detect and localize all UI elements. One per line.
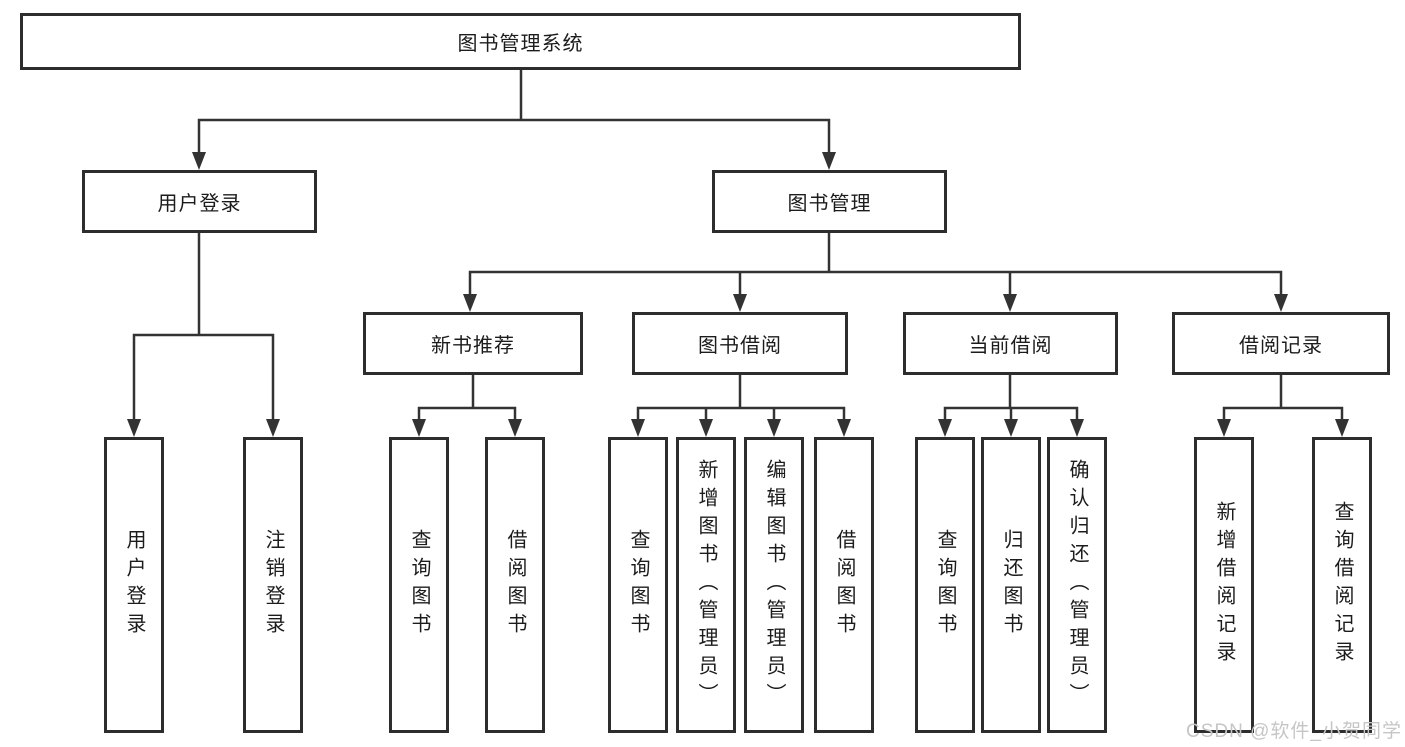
node-user-login-action: 用户登录 <box>104 437 164 733</box>
node-book-management: 图书管理 <box>712 170 947 233</box>
node-current-query-books-label: 查询图书 <box>934 529 956 641</box>
node-borrow-books: 借阅图书 <box>814 437 874 733</box>
node-borrow-query-books-label: 查询图书 <box>627 529 649 641</box>
node-add-books-admin: 新增图书（管理员） <box>676 437 736 733</box>
node-current-query-books: 查询图书 <box>915 437 975 733</box>
connector-paths <box>132 68 1344 423</box>
node-return-books: 归还图书 <box>981 437 1041 733</box>
node-logout-action-label: 注销登录 <box>262 529 284 641</box>
node-confirm-return-admin-label: 确认归还（管理员） <box>1066 459 1088 711</box>
node-borrow-records-label: 借阅记录 <box>1239 335 1323 357</box>
node-user-login-action-label: 用户登录 <box>123 529 145 641</box>
node-recommend-query-books: 查询图书 <box>389 437 449 733</box>
node-add-borrow-record-label: 新增借阅记录 <box>1213 501 1235 669</box>
node-current-borrow: 当前借阅 <box>903 312 1118 375</box>
node-user-login-label: 用户登录 <box>157 193 242 215</box>
node-query-borrow-record-label: 查询借阅记录 <box>1331 501 1353 669</box>
node-library-system: 图书管理系统 <box>20 13 1021 70</box>
node-book-borrow-label: 图书借阅 <box>698 335 782 357</box>
node-recommend-borrow-books: 借阅图书 <box>485 437 545 733</box>
csdn-watermark: CSDN @软件_小贺同学 <box>1186 721 1402 742</box>
node-borrow-query-books: 查询图书 <box>608 437 668 733</box>
node-add-books-admin-label: 新增图书（管理员） <box>695 459 717 711</box>
node-edit-books-admin: 编辑图书（管理员） <box>744 437 804 733</box>
arrowheads <box>127 152 1349 437</box>
node-user-login: 用户登录 <box>82 170 317 233</box>
node-recommend-query-books-label: 查询图书 <box>408 529 430 641</box>
node-current-borrow-label: 当前借阅 <box>968 335 1053 357</box>
node-new-book-recommend-label: 新书推荐 <box>431 335 515 357</box>
node-edit-books-admin-label: 编辑图书（管理员） <box>763 459 785 711</box>
node-book-borrow: 图书借阅 <box>632 312 848 375</box>
node-new-book-recommend: 新书推荐 <box>363 312 583 375</box>
node-return-books-label: 归还图书 <box>1000 529 1022 641</box>
node-recommend-borrow-books-label: 借阅图书 <box>504 529 526 641</box>
node-query-borrow-record: 查询借阅记录 <box>1312 437 1372 733</box>
node-borrow-books-label: 借阅图书 <box>833 529 855 641</box>
node-book-management-label: 图书管理 <box>787 193 872 215</box>
node-library-system-label: 图书管理系统 <box>457 33 584 55</box>
node-borrow-records: 借阅记录 <box>1172 312 1390 375</box>
node-add-borrow-record: 新增借阅记录 <box>1194 437 1254 733</box>
node-confirm-return-admin: 确认归还（管理员） <box>1047 437 1107 733</box>
node-logout-action: 注销登录 <box>243 437 303 733</box>
